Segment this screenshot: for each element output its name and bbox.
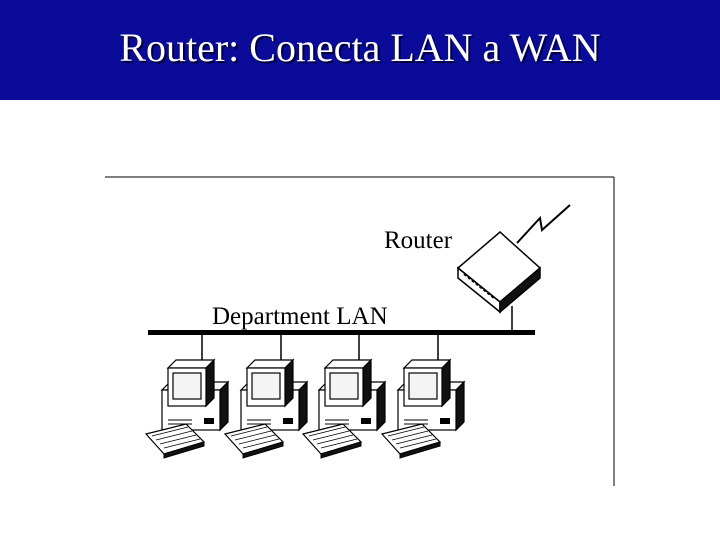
title-bar: Router: Conecta LAN a WAN [0, 0, 720, 100]
lan-bus [148, 330, 535, 335]
router-icon [456, 231, 542, 314]
wan-link-icon [516, 204, 571, 244]
workstation-icon [145, 359, 229, 459]
workstation-icon [302, 359, 386, 459]
slide-title: Router: Conecta LAN a WAN [119, 25, 601, 70]
workstation-icon [381, 359, 465, 459]
lan-label: Department LAN [212, 303, 388, 330]
router-label: Router [384, 227, 453, 254]
workstation-icon [224, 359, 308, 459]
